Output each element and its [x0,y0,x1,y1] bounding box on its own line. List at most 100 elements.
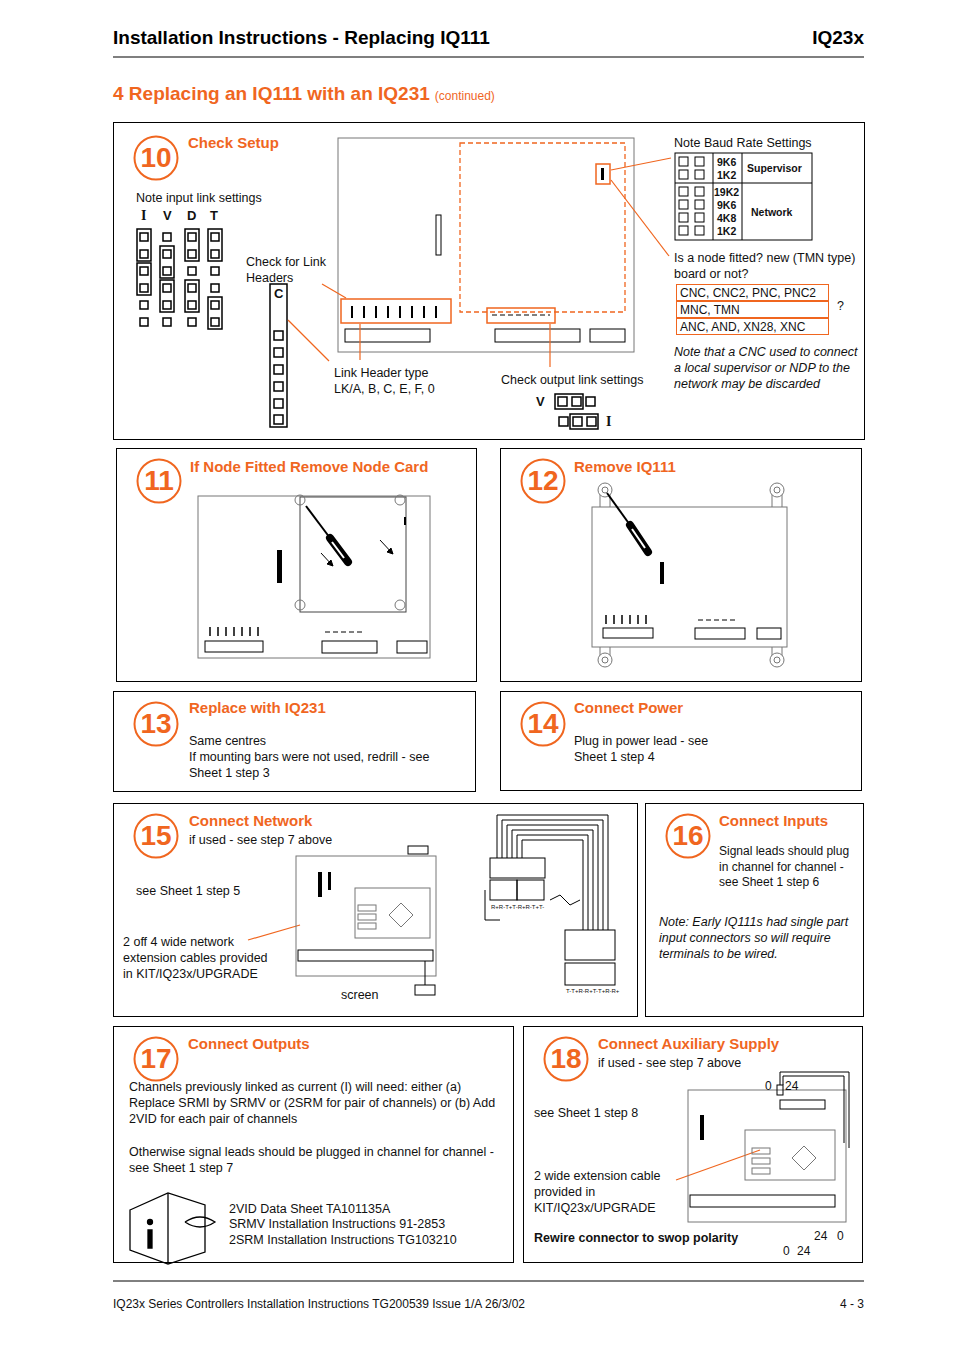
iq111-figure-part-part [613,615,615,624]
baud-table-part [695,226,704,235]
link-letter: T [210,208,218,223]
table-cell: 1K2 [717,225,736,237]
leader-lines-part [676,1150,760,1180]
node-card-figure-part [404,517,406,525]
table-cell: Network [751,206,792,218]
input-links-part [188,267,196,275]
step-number-circle: 18 [543,1036,589,1082]
info-book-icon-part [167,1193,168,1264]
node-card-figure-part [300,497,406,612]
input-links-part [211,233,219,241]
polarity-label: 0 [837,1229,844,1243]
step-number-circle: 16 [665,813,711,859]
leader-lines-part [611,180,669,256]
table-cell: 4K8 [717,212,736,224]
input-links-part [185,229,199,261]
page-number: 4 - 3 [840,1297,864,1311]
controller-board-part [495,329,580,342]
step-panel: Remove IQ11112 [500,448,862,682]
controller-board-part [345,329,430,342]
input-links-part [188,233,196,241]
node-card-figure-part-part [209,627,211,636]
terminal-names: R+R-T+T-R+R-T+T- [491,904,544,911]
node-card-figure-part [205,641,263,652]
step-number: 16 [665,813,711,859]
iq111-figure-part [603,628,653,638]
step-number-circle: 13 [133,701,179,747]
step-number-circle: 11 [136,458,182,504]
input-links-part [208,297,222,329]
controller-board-part [352,306,436,318]
iq111-figure-part [698,620,735,621]
section-code: IQ23x [812,27,864,49]
step-heading: Connect Network [189,812,439,830]
step-panel: Replace with IQ231Same centresIf mountin… [113,691,476,792]
step-number: 18 [543,1036,589,1082]
instruction-text: see Sheet 1 step 8 [534,1105,664,1121]
iq231-network-figure-part [565,930,615,960]
c-link-header-part [270,284,287,427]
node-card-figure-part [325,632,362,633]
leader-lines-part [248,925,300,940]
table-cell: Supervisor [747,162,802,174]
step-heading: Replace with IQ231 [189,699,459,717]
iq111-figure-part [606,615,646,624]
step-heading: Connect Inputs [719,812,859,830]
baud-table-part [679,170,688,179]
iq111-figure-part [592,507,787,647]
instruction-text: screen [341,987,391,1003]
page-rules-part [113,56,864,57]
step-panel: Connect InputsSignal leads should plug i… [645,803,864,1017]
instruction-text: 2SRM Installation Instructions TG103210 [229,1232,509,1248]
instruction-text: Note Baud Rate Settings [674,135,834,151]
input-links-part [211,318,219,326]
iq111-figure-part-part [605,615,607,624]
output-links-part [558,397,567,406]
input-links-part [140,233,148,241]
aux-supply-figure-part [700,1115,704,1140]
instruction-text: 2VID Data Sheet TA101135A [229,1201,509,1217]
controller-board-part [596,164,610,184]
input-links-part [140,267,148,275]
instruction-text: Note input link settings [136,190,336,206]
aux-supply-figure-part [752,1148,770,1154]
baud-table-part [675,183,812,184]
c-link-header-part [274,382,283,391]
c-link-header-part [274,365,283,374]
controller-board-part-part [387,306,389,318]
info-book-icon-part [148,1220,153,1225]
page-rules [113,57,864,1281]
iq231-network-figure-part [328,872,331,890]
step-number: 15 [133,813,179,859]
node-card-figure-part [332,542,344,558]
step-number-circle: 10 [133,135,179,181]
iq231-network-figure-part [490,858,545,878]
table-cell: 9K6 [717,156,736,168]
step-heading: Check Setup [188,134,408,152]
leader-lines-part [549,324,550,367]
polarity-label: 0 [765,1079,772,1093]
instruction-text: 2 off 4 wide network extension cables pr… [123,934,268,982]
input-links-part [211,267,219,275]
controller-board-part [492,315,550,316]
aux-supply-figure-part [777,1085,783,1095]
node-card-figure-part-part [225,627,227,636]
page-title: Installation Instructions - Replacing IQ… [113,27,490,49]
iq231-network-figure-part [425,961,426,985]
iq231-network-figure-part [389,903,413,927]
step-number: 10 [133,135,179,181]
step-panel: Connect Networkif used - see step 7 abov… [113,803,638,1017]
controller-board-part [338,138,634,352]
leader-lines-part [611,158,671,170]
step-number: 12 [520,458,566,504]
baud-table-part [679,213,688,222]
iq111-figure-part [774,657,780,663]
iq111-figure-part [630,525,648,552]
c-link-header-part [274,399,283,408]
leader-lines-part [359,324,360,360]
iq231-network-figure-part [358,905,376,911]
baud-table-part [742,153,743,240]
baud-table-part [695,187,704,196]
instruction-text: Channels previously linked as current (I… [129,1079,509,1127]
aux-supply-figure-part [745,1130,835,1180]
